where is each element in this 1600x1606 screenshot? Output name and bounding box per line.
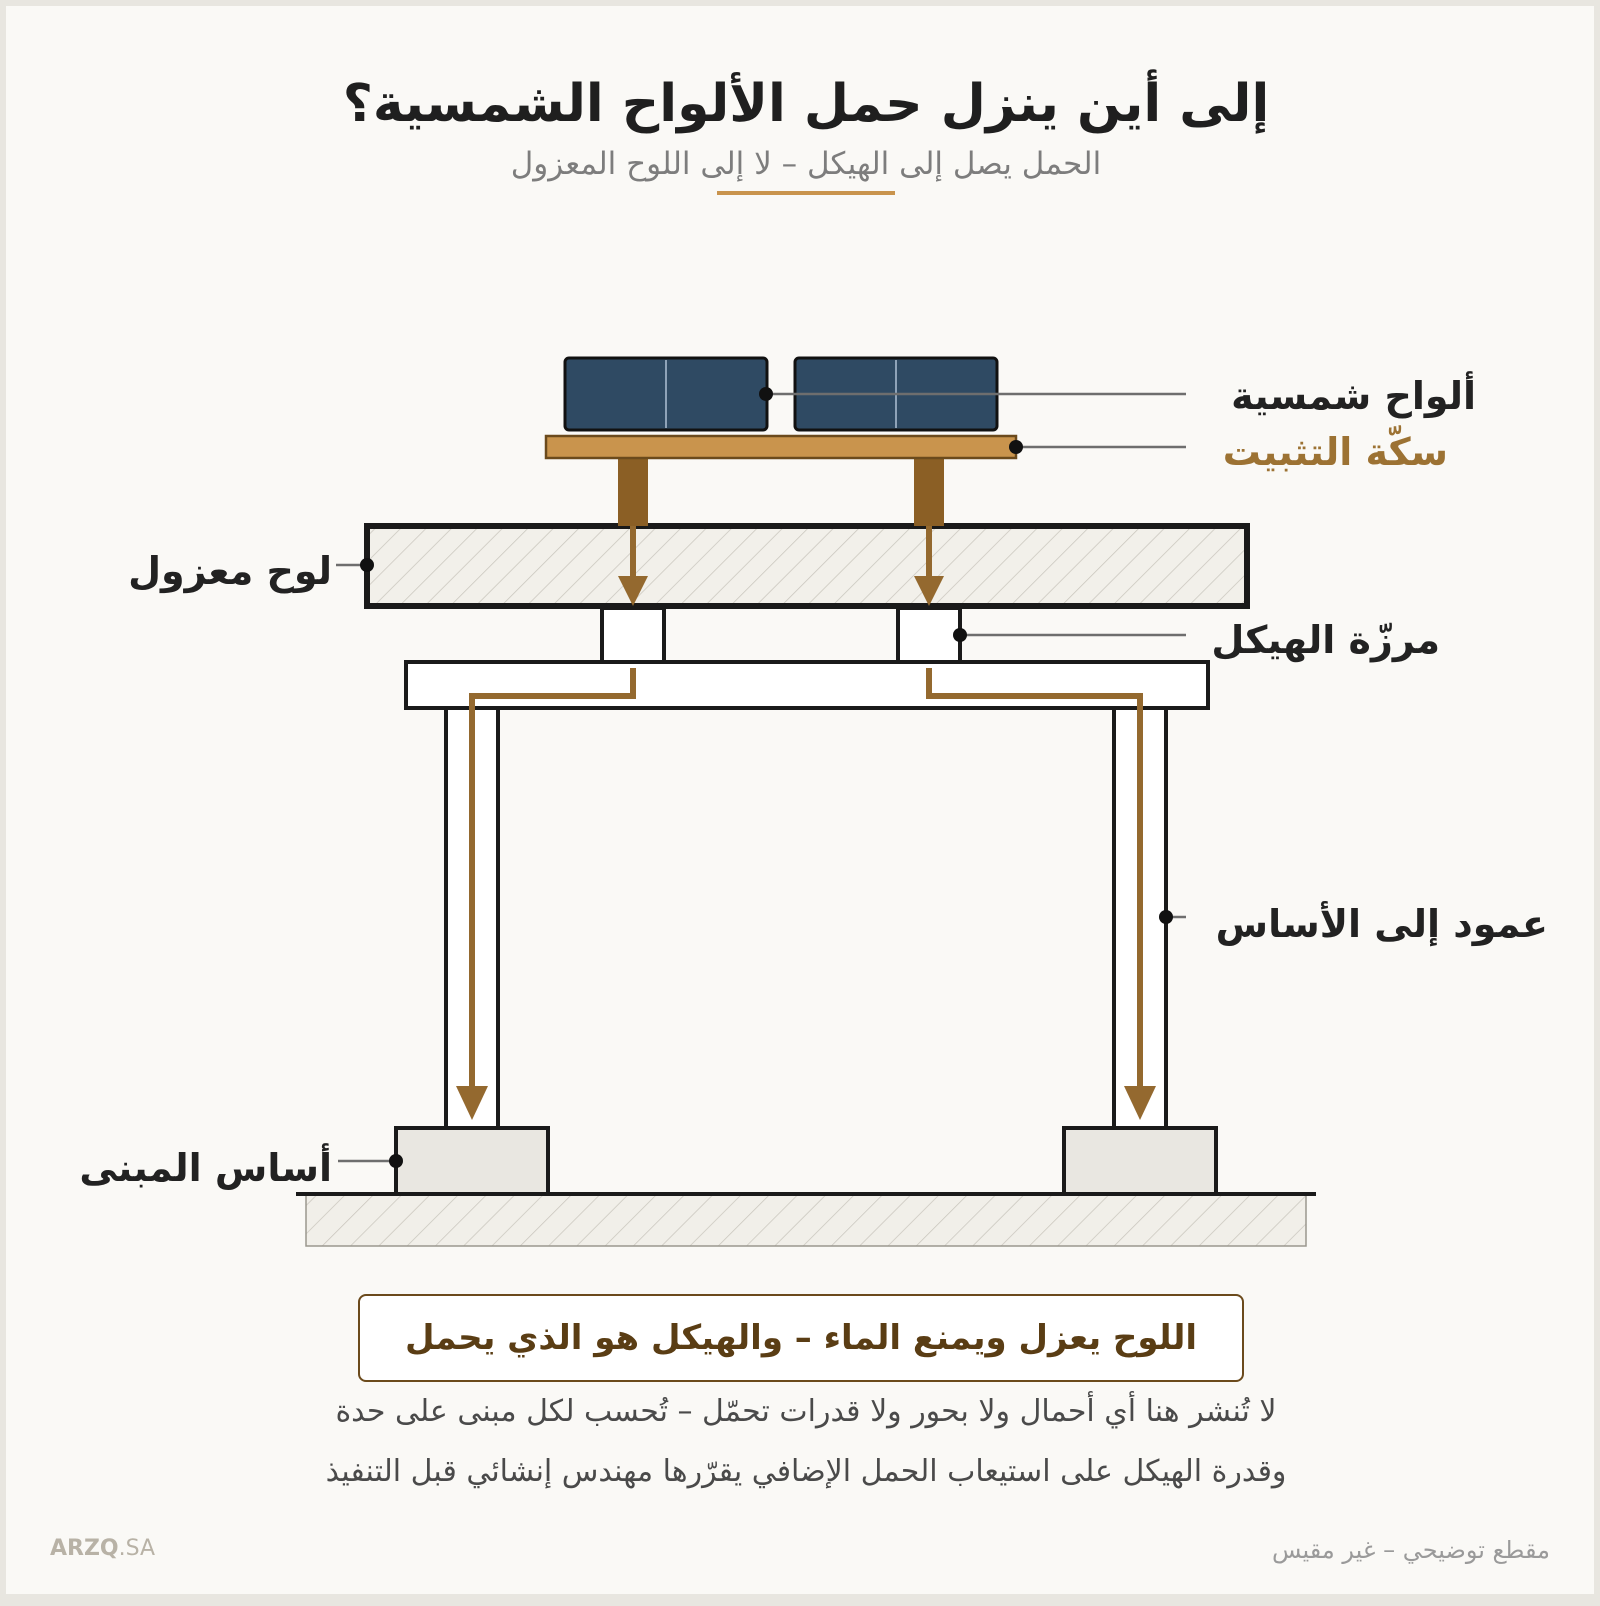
mounting-rail xyxy=(544,434,1018,460)
note-line-1: لا تُنشر هنا أي أحمال ولا بحور ولا قدرات… xyxy=(335,1394,1277,1429)
scale-footnote: مقطع توضيحي – غير مقيس xyxy=(1271,1536,1550,1564)
brand-logo: ARZQ.SA xyxy=(50,1536,155,1561)
leader-dots xyxy=(360,387,1173,1168)
page-title: إلى أين ينزل حمل الألواح الشمسية؟ xyxy=(342,74,1270,134)
brand-suffix: .SA xyxy=(118,1536,156,1561)
foundation-left xyxy=(394,1126,550,1196)
leader-lines xyxy=(336,392,1186,1163)
structure-diagram xyxy=(296,191,1316,1247)
load-path-right xyxy=(926,526,1143,1092)
label-column-to-foundation: عمود إلى الأساس xyxy=(1215,902,1548,946)
purlin-left xyxy=(600,606,666,664)
load-arrow-right-foundation xyxy=(1124,1086,1156,1120)
label-frame-purlin: مرزّة الهيكل xyxy=(1211,618,1440,662)
key-message-box: اللوح يعزل ويمنع الماء – والهيكل هو الذي… xyxy=(358,1294,1244,1382)
load-arrow-left-foundation xyxy=(456,1086,488,1120)
brand-main: ARZQ xyxy=(50,1536,119,1561)
foundation-right xyxy=(1062,1126,1218,1196)
insulated-panel-outline xyxy=(364,523,1250,609)
label-insulated-panel: لوح معزول xyxy=(128,549,332,593)
page-subtitle: الحمل يصل إلى الهيكل – لا إلى اللوح المع… xyxy=(510,146,1102,182)
load-path-left xyxy=(469,526,636,1092)
frame-beam xyxy=(404,660,1210,710)
load-arrow-left-panel xyxy=(618,576,648,606)
label-mounting-rail: سكّة التثبيت xyxy=(1222,430,1448,474)
label-building-foundation: أساس المبنى xyxy=(79,1146,332,1190)
note-line-2: وقدرة الهيكل على استيعاب الحمل الإضافي ي… xyxy=(325,1454,1287,1489)
purlin-right xyxy=(896,606,962,664)
label-solar-panels: ألواح شمسية xyxy=(1231,374,1476,418)
load-arrow-right-panel xyxy=(914,576,944,606)
ground-hatch xyxy=(305,1193,1307,1247)
rail-post-left xyxy=(618,458,648,526)
rail-post-right xyxy=(914,458,944,526)
